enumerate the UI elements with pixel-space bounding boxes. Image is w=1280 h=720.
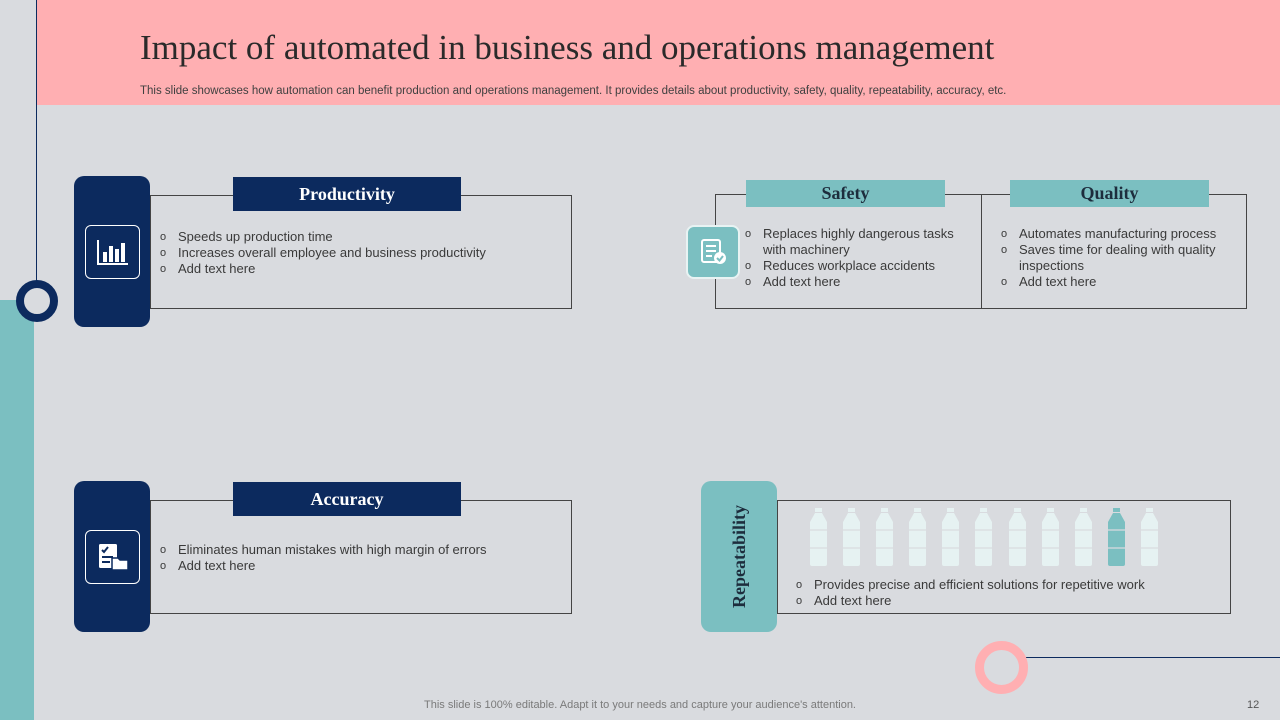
navy-ring-decoration [16, 280, 58, 322]
safety-bullets: Replaces highly dangerous tasks with mac… [745, 226, 965, 290]
productivity-bullets: Speeds up production time Increases over… [160, 229, 560, 277]
list-item: Saves time for dealing with quality insp… [1001, 242, 1231, 274]
left-teal-strip [0, 300, 34, 720]
bottle-icon [810, 508, 827, 566]
list-item: Add text here [1001, 274, 1231, 290]
bottle-icon [876, 508, 894, 566]
bottle-icon-highlighted [1107, 508, 1125, 566]
quality-heading: Quality [1010, 180, 1209, 207]
list-item: Speeds up production time [160, 229, 560, 245]
checklist-folder-icon [85, 530, 140, 584]
bottle-icon [975, 508, 993, 566]
left-vertical-line [36, 0, 37, 290]
bottle-icon [942, 508, 960, 566]
list-item: Increases overall employee and business … [160, 245, 560, 261]
list-item: Eliminates human mistakes with high marg… [160, 542, 560, 558]
safety-heading: Safety [746, 180, 945, 207]
accuracy-heading: Accuracy [233, 482, 461, 516]
page-subtitle: This slide showcases how automation can … [140, 85, 1007, 97]
list-item: Add text here [745, 274, 965, 290]
header-band [36, 0, 1280, 105]
bottle-icon [1140, 508, 1158, 566]
page-title: Impact of automated in business and oper… [140, 28, 995, 67]
bottom-right-line [1002, 657, 1280, 658]
footer-note: This slide is 100% editable. Adapt it to… [424, 699, 856, 711]
bottle-icon [1041, 508, 1059, 566]
bottle-icon [843, 508, 861, 566]
repeatability-heading-text: Repeatability [728, 505, 749, 608]
pink-ring-decoration [975, 641, 1028, 694]
repeatability-tab [701, 481, 777, 632]
bottle-icon [1074, 508, 1092, 566]
list-item: Add text here [160, 558, 560, 574]
bottle-icon [1008, 508, 1026, 566]
page-number: 12 [1247, 699, 1260, 711]
list-item: Provides precise and efficient solutions… [796, 577, 1216, 593]
safety-quality-divider [981, 194, 982, 309]
list-item: Automates manufacturing process [1001, 226, 1231, 242]
list-item: Add text here [796, 593, 1216, 609]
list-item: Reduces workplace accidents [745, 258, 965, 274]
list-item: Replaces highly dangerous tasks with mac… [745, 226, 965, 258]
repeatability-heading: Repeatability [701, 481, 777, 632]
safety-document-icon [686, 225, 740, 279]
bottle-row [808, 508, 1168, 568]
bar-chart-icon [85, 225, 140, 279]
quality-bullets: Automates manufacturing process Saves ti… [1001, 226, 1231, 290]
accuracy-bullets: Eliminates human mistakes with high marg… [160, 542, 560, 574]
repeatability-card-outline [777, 500, 1231, 614]
bottle-icon [909, 508, 927, 566]
repeatability-bullets: Provides precise and efficient solutions… [796, 577, 1216, 609]
list-item: Add text here [160, 261, 560, 277]
productivity-heading: Productivity [233, 177, 461, 211]
